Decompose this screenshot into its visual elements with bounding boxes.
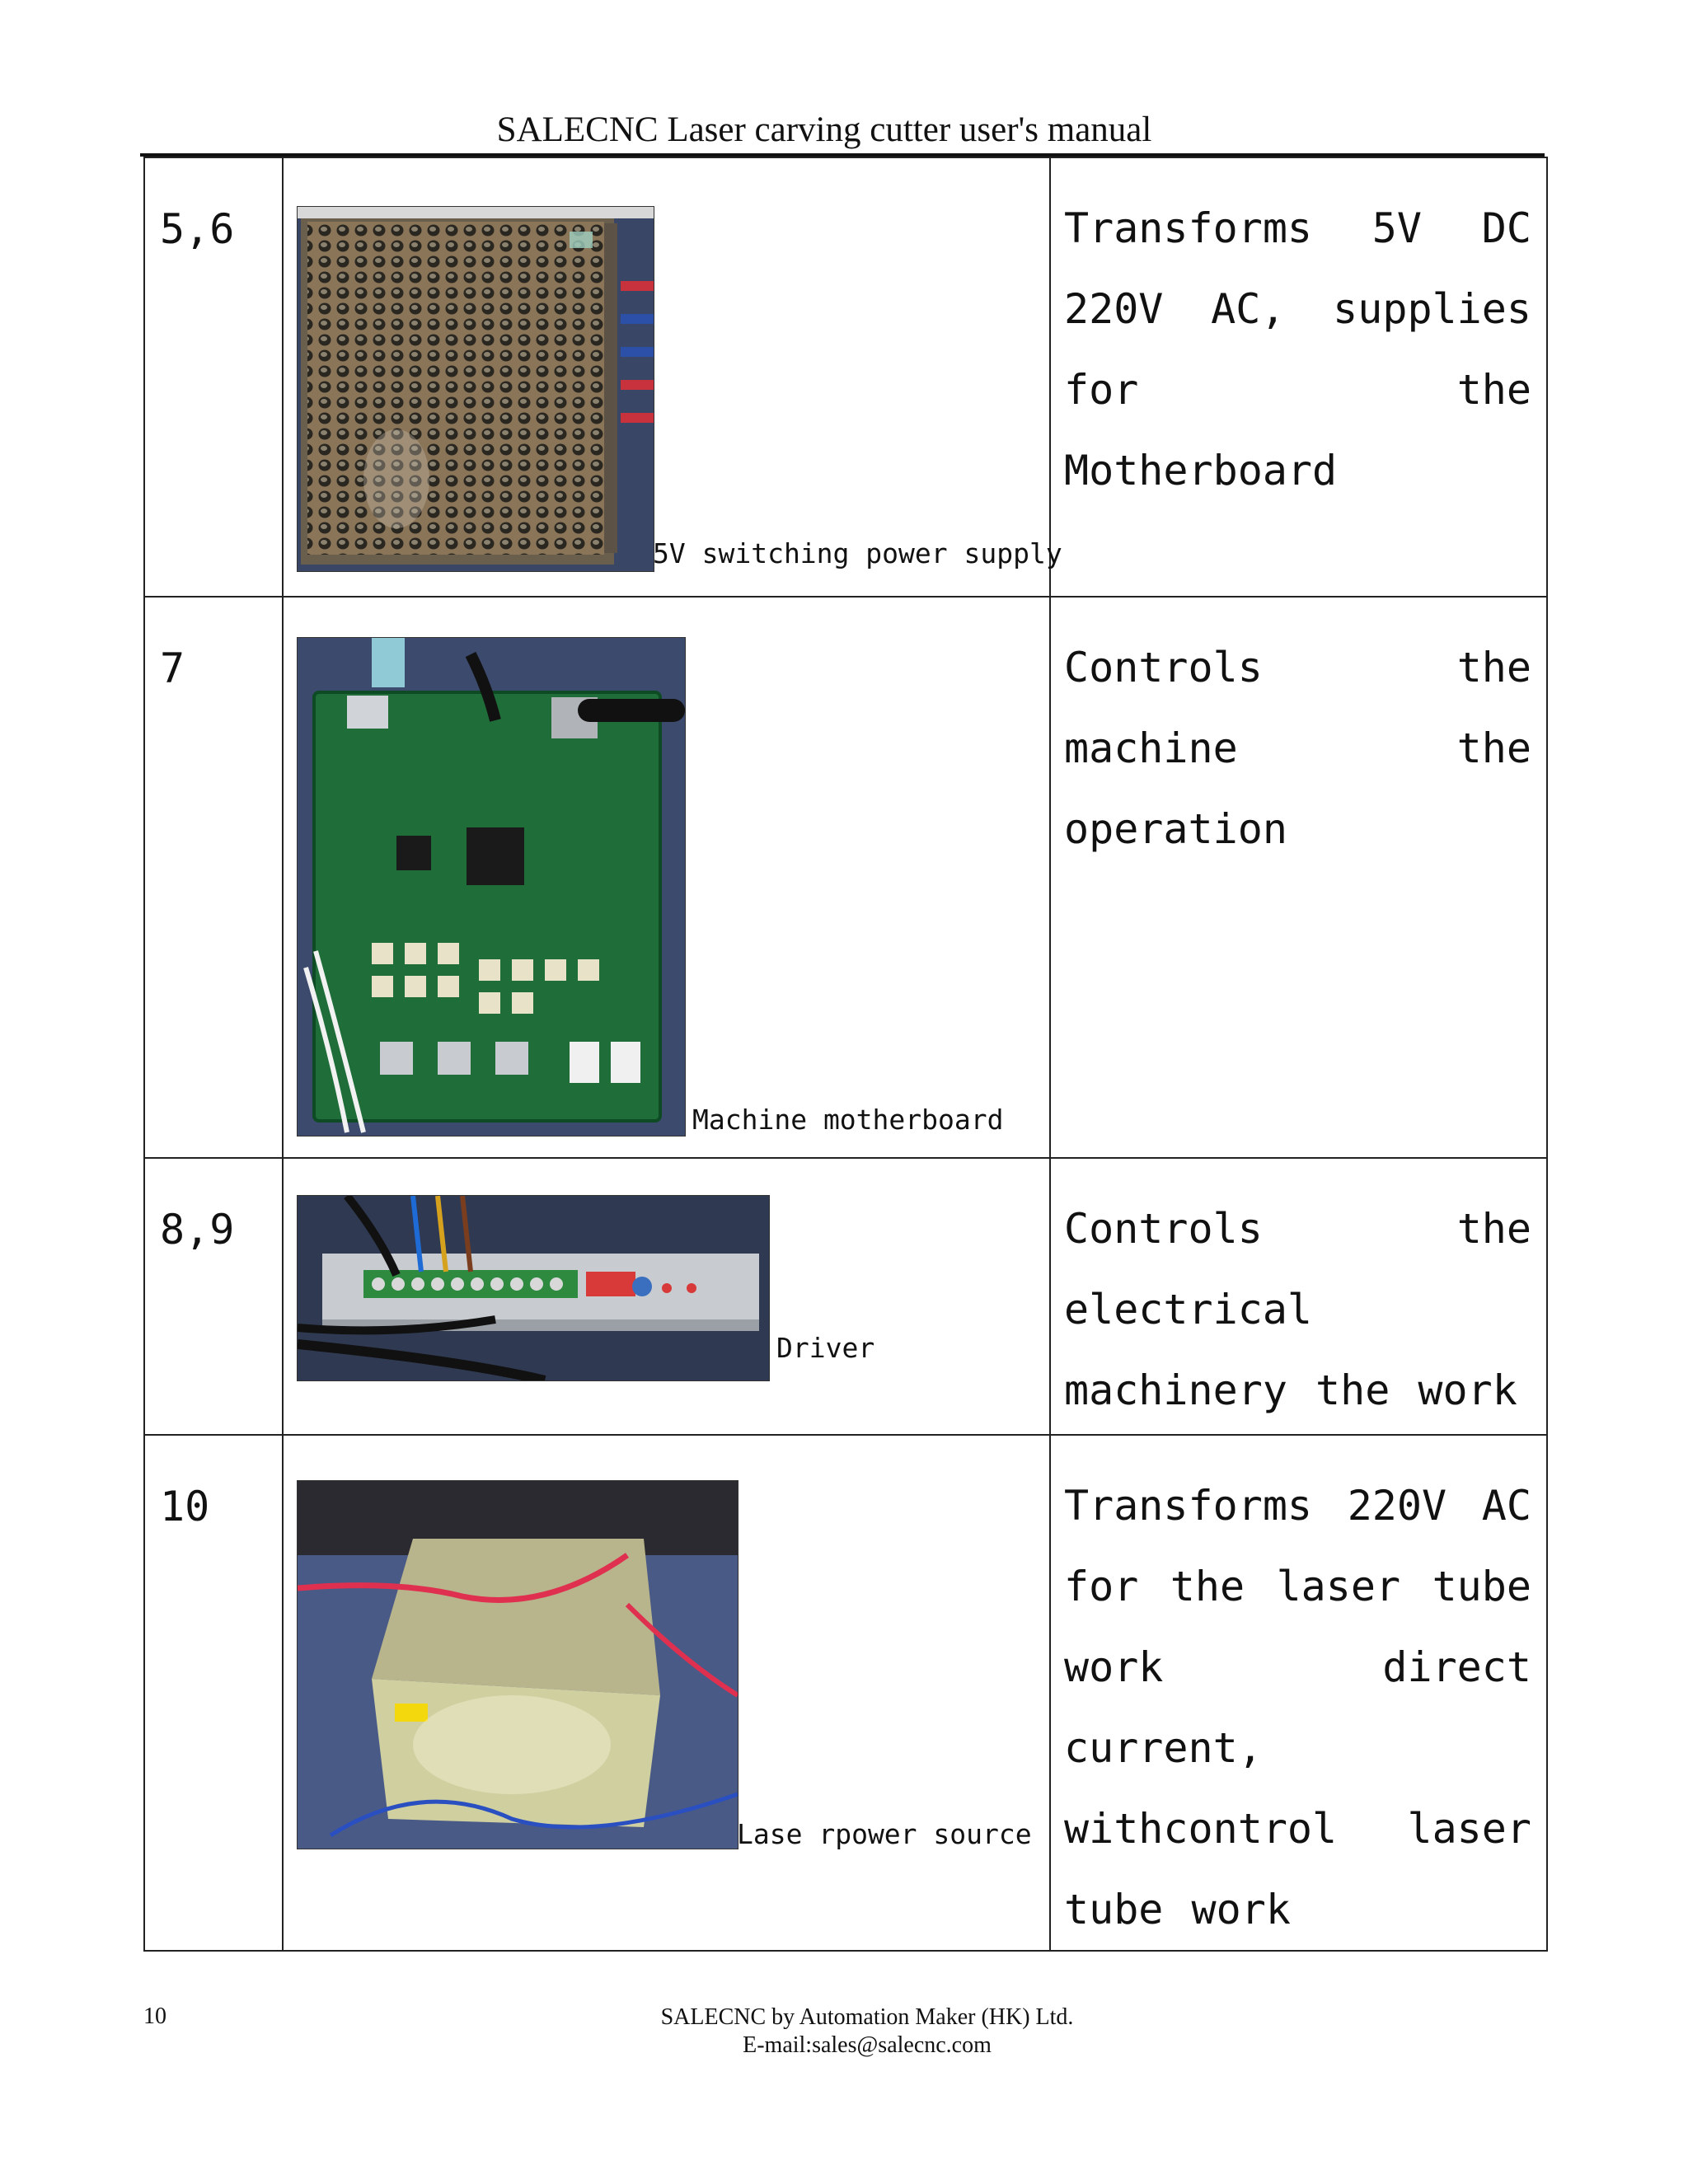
manual-title: SALECNC Laser carving cutter user's manu… bbox=[496, 110, 1152, 149]
photo-caption: 5V switching power supply bbox=[653, 537, 1062, 569]
page-header: SALECNC Laser carving cutter user's manu… bbox=[0, 109, 1688, 152]
component-description: Transforms 5V DC 220V AC, supplies for t… bbox=[1064, 204, 1531, 494]
power-supply-photo bbox=[297, 206, 654, 572]
photo-caption: Lase rpower source bbox=[737, 1818, 1032, 1850]
company-name: SALECNC by Automation Maker (HK) Ltd. bbox=[660, 2004, 1074, 2030]
component-description: Transforms 220V AC for the laser tube wo… bbox=[1064, 1482, 1531, 1933]
row-number-cell: 8,9 bbox=[143, 1157, 284, 1436]
row-number-cell: 10 bbox=[143, 1434, 284, 1952]
photo-cell: Machine motherboard bbox=[282, 596, 1051, 1159]
photo-caption: Driver bbox=[776, 1332, 875, 1364]
description-cell: Controls the machine the operation bbox=[1049, 596, 1548, 1159]
driver-photo bbox=[297, 1195, 770, 1381]
component-description: Controls the electrical machinery the wo… bbox=[1064, 1205, 1531, 1414]
photo-caption: Machine motherboard bbox=[692, 1104, 1004, 1136]
component-table: 5,6 bbox=[143, 157, 1548, 1952]
table-row: 5,6 bbox=[143, 157, 1548, 598]
laser-power-source-photo bbox=[297, 1480, 738, 1849]
motherboard-photo bbox=[297, 637, 686, 1137]
description-cell: Transforms 220V AC for the laser tube wo… bbox=[1049, 1434, 1548, 1952]
page-number: 10 bbox=[143, 2004, 166, 2029]
photo-cell: 5V switching power supply bbox=[282, 157, 1062, 598]
row-number: 10 bbox=[160, 1483, 210, 1530]
table-row: 8,9 bbox=[143, 1157, 1548, 1436]
description-cell: Controls the electrical machinery the wo… bbox=[1049, 1157, 1548, 1436]
header-rule bbox=[140, 153, 1545, 157]
row-number-cell: 5,6 bbox=[143, 157, 284, 598]
table-row: 7 bbox=[143, 596, 1548, 1159]
photo-cell: Driver bbox=[282, 1157, 1051, 1436]
contact-email: E-mail:sales@salecnc.com bbox=[743, 2032, 992, 2058]
row-number-cell: 7 bbox=[143, 596, 284, 1159]
page-footer: SALECNC by Automation Maker (HK) Ltd. E-… bbox=[0, 2004, 1688, 2060]
row-number: 7 bbox=[160, 644, 185, 692]
row-number: 8,9 bbox=[160, 1206, 235, 1254]
photo-cell: Lase rpower source bbox=[282, 1434, 1051, 1952]
description-cell: Transforms 5V DC 220V AC, supplies for t… bbox=[1049, 157, 1548, 598]
row-number: 5,6 bbox=[160, 205, 235, 253]
table-row: 10 Lase rpower source bbox=[143, 1434, 1548, 1952]
component-description: Controls the machine the operation bbox=[1064, 644, 1531, 853]
